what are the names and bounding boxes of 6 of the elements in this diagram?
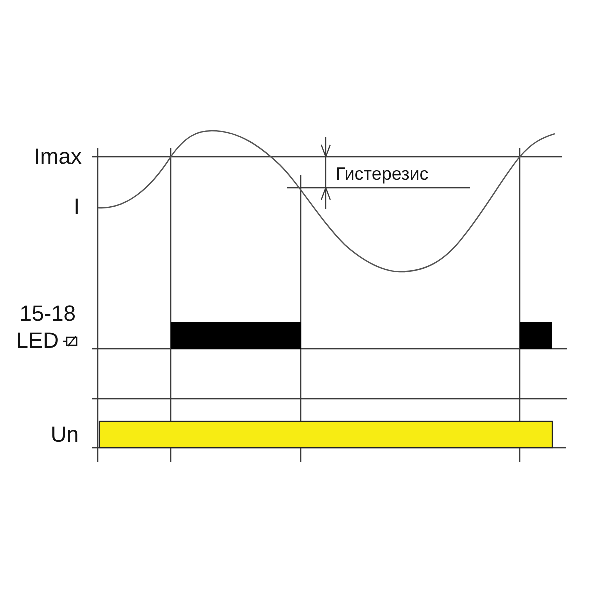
signal-label: LED xyxy=(16,327,59,355)
terminal-label: 15-18 xyxy=(20,300,76,328)
signal-label: I xyxy=(74,193,80,221)
signal-label: Imax xyxy=(34,143,82,171)
hysteresis-label: Гистерезис xyxy=(336,163,429,185)
signal-label: Un xyxy=(50,421,79,449)
